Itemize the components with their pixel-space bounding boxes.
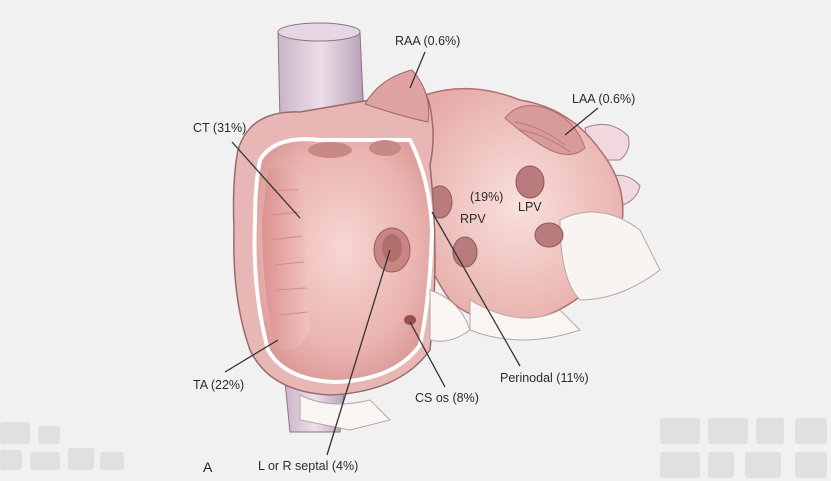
label-raa: RAA (0.6%) (395, 34, 461, 48)
leader-ct (231, 141, 301, 219)
leader-perinodal (431, 211, 521, 367)
label-pv-percent: (19%) (470, 190, 504, 204)
leader-lines (224, 51, 599, 456)
watermark-logo (0, 418, 827, 478)
label-cs-os: CS os (8%) (415, 391, 479, 405)
label-ct: CT (31%) (193, 121, 247, 135)
leader-ta (224, 339, 279, 373)
leader-raa (409, 51, 426, 89)
leader-septal (326, 249, 391, 456)
label-rpv: RPV (460, 212, 486, 226)
label-laa: LAA (0.6%) (572, 92, 636, 106)
leader-cs-os (409, 321, 446, 388)
label-septal: L or R septal (4%) (258, 459, 359, 473)
label-perinodal: Perinodal (11%) (500, 371, 589, 385)
label-ta: TA (22%) (193, 378, 245, 392)
panel-letter: A (203, 459, 213, 475)
leader-laa (564, 107, 599, 136)
label-lpv: LPV (518, 200, 542, 214)
